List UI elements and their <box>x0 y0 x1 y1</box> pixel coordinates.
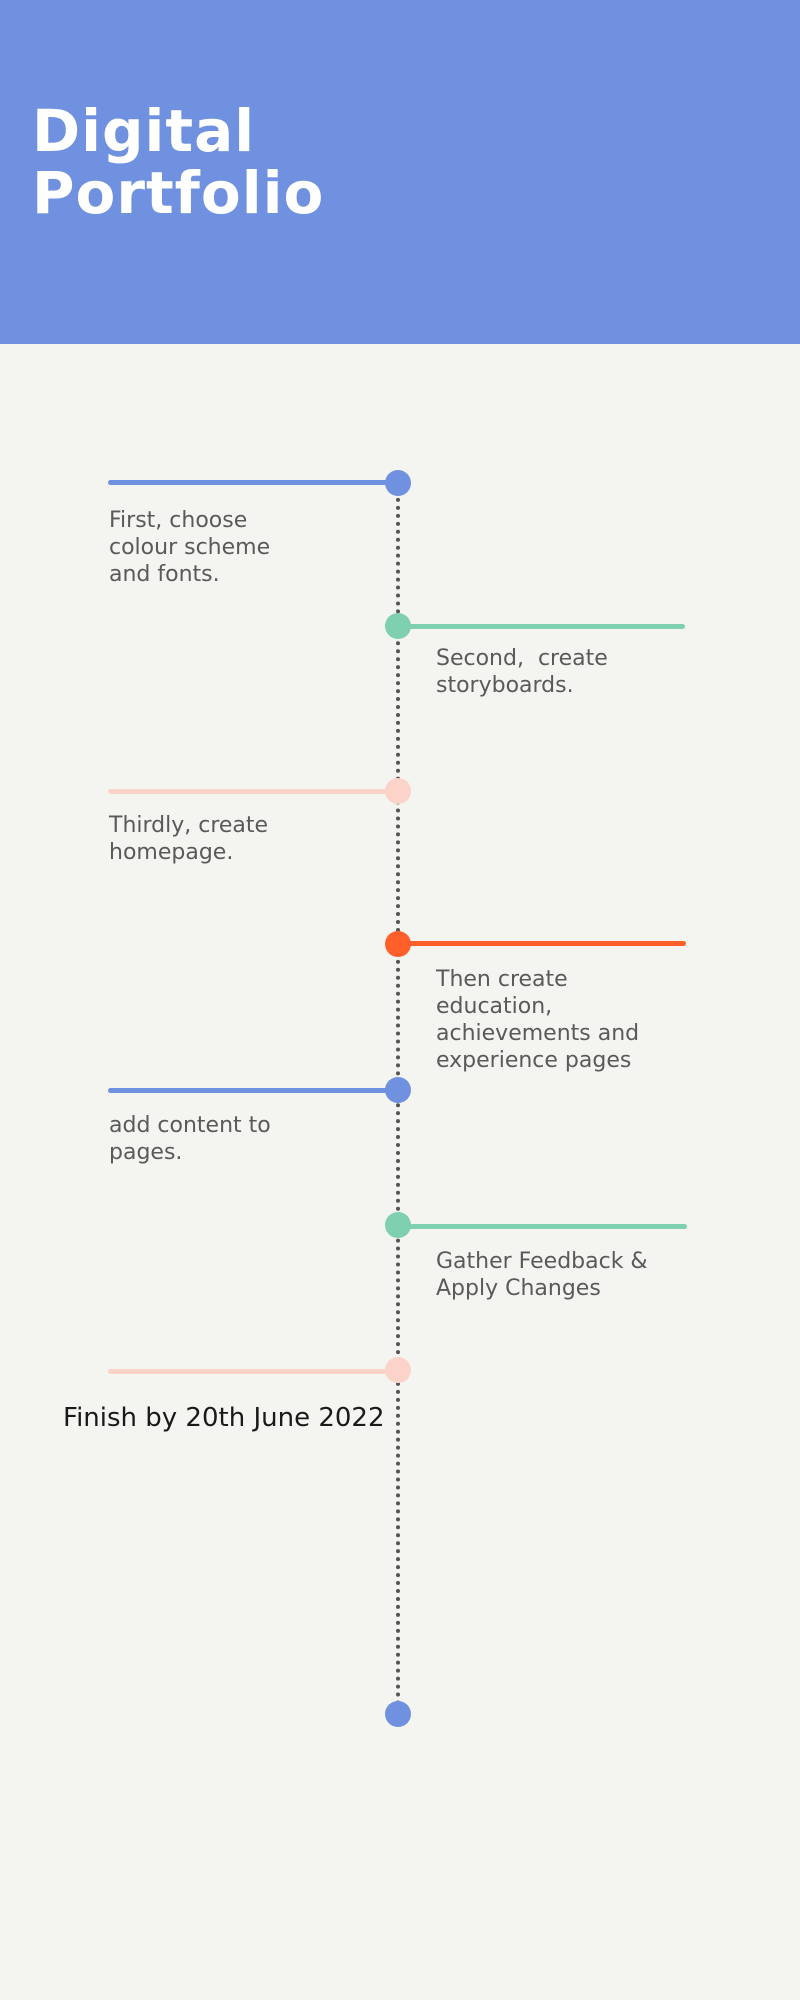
step-1-line-3: and fonts. <box>109 562 220 587</box>
step-2-text: Second, create storyboards. <box>436 645 736 699</box>
step-3-line-2: homepage. <box>109 840 234 865</box>
page-title-line-1: Digital <box>32 97 256 165</box>
timeline-node-7 <box>385 1357 411 1383</box>
timeline-node-5 <box>385 1077 411 1103</box>
page-title-line-2: Portfolio <box>32 159 325 227</box>
timeline-node-1 <box>385 470 411 496</box>
step-4-text: Then create education, achievements and … <box>436 966 736 1074</box>
timeline-end-node <box>385 1701 411 1727</box>
step-4-line-3: achievements and <box>436 1021 640 1046</box>
timeline-branch-5 <box>108 1088 398 1093</box>
timeline-branch-7 <box>108 1369 398 1374</box>
step-3-text: Thirdly, create homepage. <box>109 812 369 866</box>
step-5-line-2: pages. <box>109 1140 183 1165</box>
step-1-text: First, choose colour scheme and fonts. <box>109 507 369 588</box>
timeline-branch-4 <box>398 941 686 946</box>
step-1-line-2: colour scheme <box>109 535 271 560</box>
step-4-line-1: Then create <box>436 967 568 992</box>
step-5-line-1: add content to <box>109 1113 271 1138</box>
step-6-line-2: Apply Changes <box>436 1276 601 1301</box>
step-1-line-1: First, choose <box>109 508 248 533</box>
timeline-node-3 <box>385 778 411 804</box>
step-5-text: add content to pages. <box>109 1112 369 1166</box>
step-7-text: Finish by 20th June 2022 <box>63 1403 403 1433</box>
step-6-line-1: Gather Feedback & <box>436 1249 648 1274</box>
step-4-line-2: education, <box>436 994 553 1019</box>
header-banner: Digital Portfolio <box>0 0 800 344</box>
timeline-node-2 <box>385 613 411 639</box>
timeline-branch-3 <box>108 789 398 794</box>
step-2-line-2: storyboards. <box>436 673 574 698</box>
step-2-line-1: Second, create <box>436 646 608 671</box>
step-6-text: Gather Feedback & Apply Changes <box>436 1248 746 1302</box>
step-3-line-1: Thirdly, create <box>109 813 269 838</box>
timeline-node-6 <box>385 1212 411 1238</box>
timeline-branch-2 <box>398 624 685 629</box>
step-4-line-4: experience pages <box>436 1048 632 1073</box>
step-7-line-1: Finish by 20th June 2022 <box>63 1403 385 1433</box>
timeline-branch-6 <box>398 1224 687 1229</box>
timeline-branch-1 <box>108 480 398 485</box>
timeline-node-4 <box>385 931 411 957</box>
